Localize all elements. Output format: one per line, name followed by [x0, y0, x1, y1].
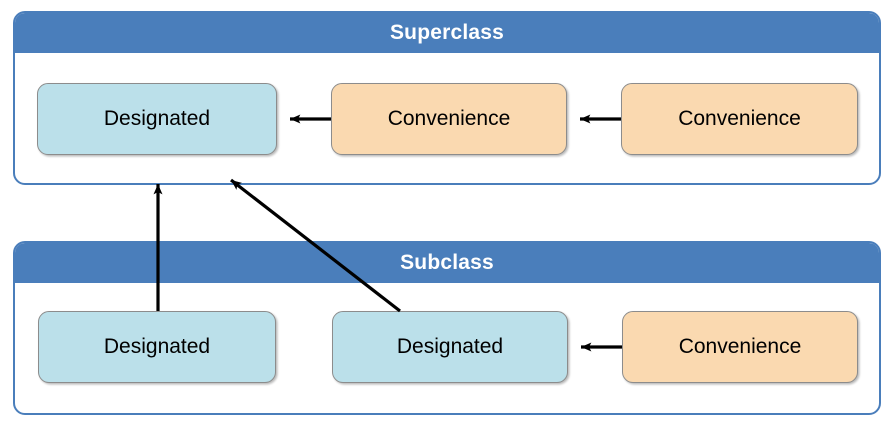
- box-label: Designated: [396, 335, 504, 358]
- superclass-convenience-initializer-2[interactable]: Convenience: [621, 83, 858, 155]
- superclass-convenience-initializer-1[interactable]: Convenience: [331, 83, 567, 155]
- superclass-designated-initializer[interactable]: Designated: [37, 83, 277, 155]
- box-label: Convenience: [678, 335, 802, 358]
- box-label: Convenience: [387, 107, 511, 130]
- subclass-title: Subclass: [15, 243, 879, 283]
- box-label: Designated: [103, 107, 211, 130]
- subclass-designated-initializer-2[interactable]: Designated: [332, 311, 568, 383]
- subclass-convenience-initializer-1[interactable]: Convenience: [622, 311, 858, 383]
- superclass-title: Superclass: [15, 13, 879, 53]
- box-label: Convenience: [678, 107, 801, 130]
- box-label: Designated: [103, 335, 211, 358]
- subclass-designated-initializer-1[interactable]: Designated: [38, 311, 276, 383]
